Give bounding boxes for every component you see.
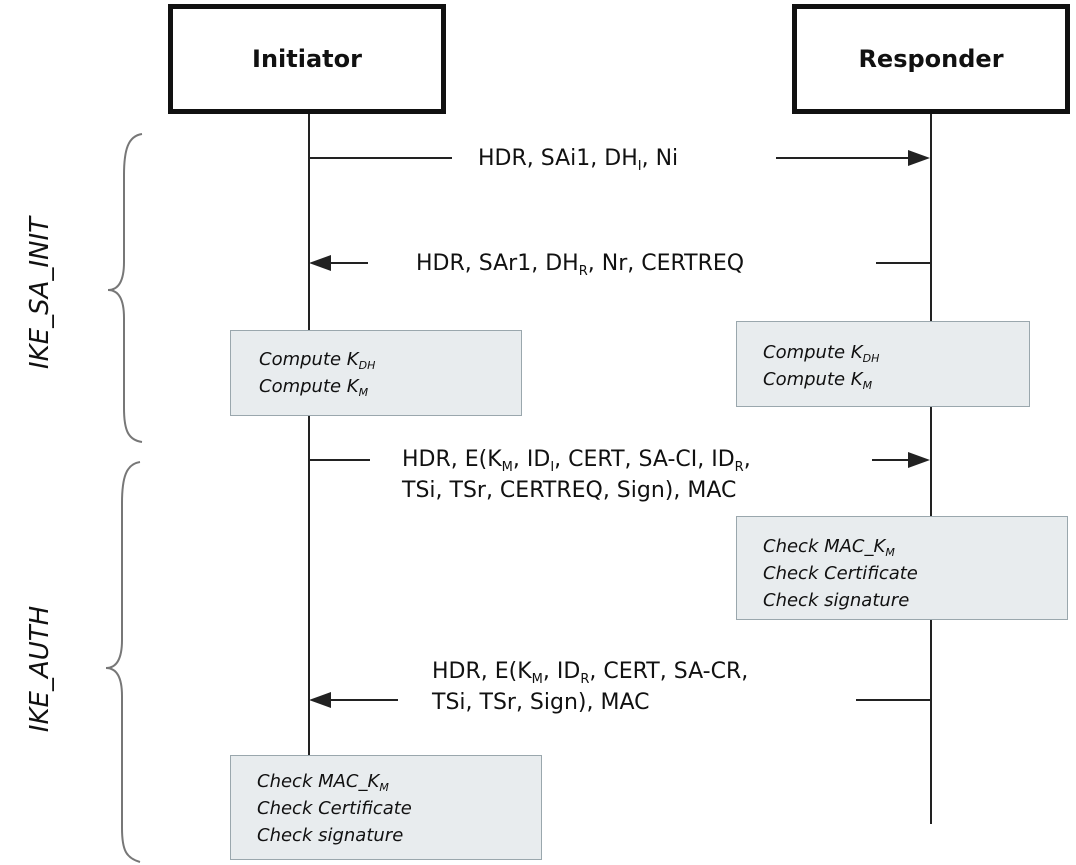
msg-arrow-4-head (309, 692, 331, 708)
lifeline-initiator (308, 114, 310, 757)
message-line: HDR, SAr1, DHR, Nr, CERTREQ (416, 251, 745, 279)
subscript: DH (862, 352, 880, 365)
box-line: Compute KM (259, 376, 369, 399)
msg-arrow-1-head (908, 150, 930, 166)
box-line: Check Certificate (763, 563, 918, 584)
box-line: Check signature (763, 590, 910, 611)
message-line: HDR, E(KM, IDR, CERT, SA-CR, (432, 659, 749, 687)
responder-compute-box: Compute KDH Compute KM (736, 321, 1030, 407)
subscript: I (550, 460, 555, 475)
subscript: M (379, 781, 389, 794)
message-line: HDR, SAi1, DHI, Ni (478, 146, 679, 174)
subscript: I (637, 159, 642, 174)
actor-initiator: Initiator (168, 4, 446, 114)
subscript: R (578, 264, 588, 279)
message-3: HDR, E(KM, IDI, CERT, SA-CI, IDR, TSi, TS… (402, 444, 751, 506)
actor-responder-label: Responder (858, 45, 1004, 73)
box-line: Check MAC_KM (257, 771, 389, 794)
message-2: HDR, SAr1, DHR, Nr, CERTREQ (416, 248, 744, 279)
subscript: M (862, 379, 873, 392)
initiator-compute-box: Compute KDH Compute KM (230, 330, 522, 416)
brace-sa-init (107, 133, 143, 443)
phase-label-auth: IKE_AUTH (25, 605, 55, 733)
subscript: DH (358, 359, 376, 372)
subscript: M (531, 672, 543, 687)
actor-responder: Responder (792, 4, 1070, 114)
subscript: M (885, 546, 895, 559)
message-line: HDR, E(KM, IDI, CERT, SA-CI, IDR, (402, 447, 751, 475)
message-4: HDR, E(KM, IDR, CERT, SA-CR, TSi, TSr, Si… (432, 656, 748, 718)
brace-auth (105, 461, 141, 863)
box-line: Check MAC_KM (763, 536, 895, 559)
message-1: HDR, SAi1, DHI, Ni (478, 143, 678, 174)
box-line: Compute KDH (259, 349, 376, 372)
subscript: R (734, 460, 744, 475)
message-line: TSi, TSr, CERTREQ, Sign), MAC (402, 478, 737, 503)
msg-arrow-2-head (309, 255, 331, 271)
subscript: M (501, 460, 513, 475)
box-line: Check Certificate (257, 798, 412, 819)
lifeline-responder (930, 114, 932, 824)
box-line: Check signature (257, 825, 404, 846)
box-line: Compute KM (763, 369, 873, 392)
msg-arrow-3-head (908, 452, 930, 468)
subscript: R (580, 672, 590, 687)
subscript: M (358, 386, 369, 399)
phase-label-sa-init: IKE_SA_INIT (25, 216, 55, 370)
actor-initiator-label: Initiator (252, 45, 362, 73)
message-line: TSi, TSr, Sign), MAC (432, 690, 650, 715)
box-line: Compute KDH (763, 342, 880, 365)
